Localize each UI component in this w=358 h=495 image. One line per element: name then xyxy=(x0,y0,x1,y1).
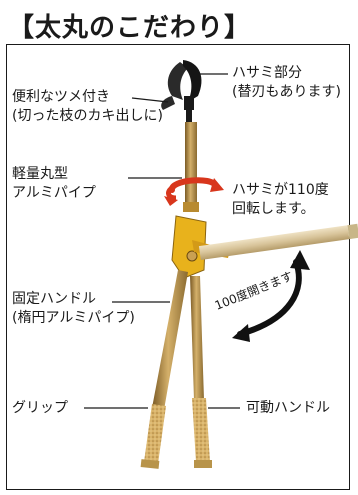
blade-head xyxy=(161,60,202,124)
label-hook: 便利なツメ付き (切った枝のカキ出しに) xyxy=(12,89,163,124)
label-pipe: 軽量丸型 アルミパイプ xyxy=(12,166,96,201)
fixed-handle xyxy=(140,270,188,469)
label-blade-section: ハサミ部分 (替刃もあります) xyxy=(232,65,341,100)
rotation-arrow xyxy=(164,177,224,206)
content-frame xyxy=(6,44,350,490)
opened-handle-ghost xyxy=(198,223,358,260)
leader-lines xyxy=(84,73,240,409)
extension-pole xyxy=(183,122,199,212)
label-rotation: ハサミが110度 回転します。 xyxy=(232,182,329,217)
label-grip: グリップ xyxy=(12,400,68,416)
page-title: 【太丸のこだわり】 xyxy=(8,13,252,43)
label-movable-handle: 可動ハンドル xyxy=(246,400,330,416)
open-angle-arrow xyxy=(232,250,310,342)
label-fixed-handle: 固定ハンドル (楕円アルミパイプ) xyxy=(12,291,135,326)
movable-handle xyxy=(190,276,212,468)
